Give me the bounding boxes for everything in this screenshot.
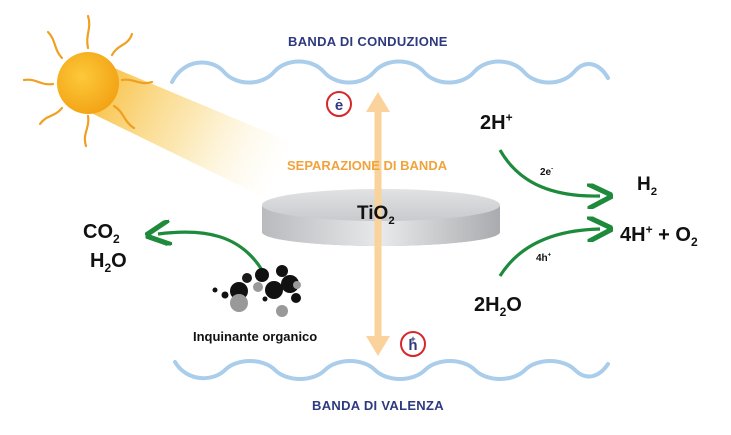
hydrogen-product: H2 (637, 174, 658, 198)
tio2-label: TiO2 (357, 203, 395, 227)
arrow-oxidation (498, 229, 600, 277)
pollutant-label: Inquinante organico (193, 329, 318, 344)
band-gap-label: SEPARAZIONE DI BANDA (287, 158, 448, 173)
valence-band-wave (173, 359, 610, 381)
h2o-label: H2O (90, 250, 127, 275)
valence-band-label: BANDA DI VALENZA (312, 398, 444, 413)
hole-transfer-label: 4h+ (536, 252, 552, 264)
hole-badge: h+ (400, 331, 426, 357)
sun-icon (22, 14, 154, 148)
light-beam (85, 60, 310, 215)
electron-badge: e- (326, 91, 352, 117)
conduction-band-label: BANDA DI CONDUZIONE (288, 34, 448, 49)
pollutant-particles (212, 265, 301, 317)
band-gap-arrow (366, 92, 390, 356)
electron-transfer-label: 2e- (540, 166, 554, 178)
conduction-band-wave (170, 59, 610, 85)
oxidation-reactant: 2H2O (474, 294, 522, 319)
arrow-reduction (498, 149, 600, 196)
co2-label: CO2 (83, 221, 120, 246)
reduction-reactant: 2H+ (480, 110, 513, 134)
oxidation-product: 4H+ + O2 (620, 222, 698, 249)
arrow-to-co2-h2o (158, 232, 264, 271)
